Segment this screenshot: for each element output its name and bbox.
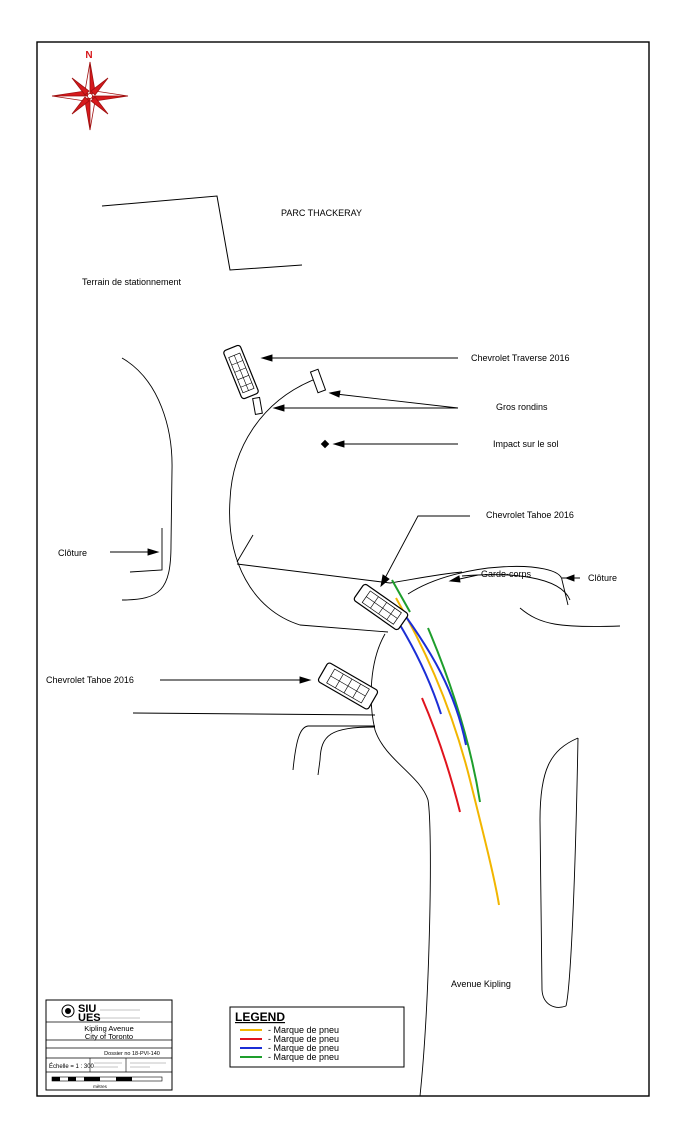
scale-ratio: Échelle = 1 : 300 bbox=[49, 1063, 95, 1070]
road-edges bbox=[121, 357, 621, 1097]
legend: LEGEND - Marque de pneu - Marque de pneu… bbox=[229, 1006, 405, 1068]
tire-mark-green bbox=[427, 627, 481, 803]
label-fence-right: Clôture bbox=[588, 573, 617, 583]
vehicle-traverse bbox=[223, 344, 259, 400]
location-line-1: Kipling Avenue bbox=[84, 1024, 134, 1033]
compass-rose: N bbox=[51, 50, 129, 131]
vehicle-tahoe-final bbox=[353, 583, 409, 631]
legend-title: LEGEND bbox=[235, 1010, 285, 1024]
label-street: Avenue Kipling bbox=[451, 979, 511, 989]
callout-traverse: Chevrolet Traverse 2016 bbox=[471, 353, 570, 363]
label-guardrail: Garde-corps bbox=[481, 569, 532, 579]
siu-logo-top: SIU bbox=[78, 1003, 96, 1015]
impact-marker bbox=[320, 439, 330, 449]
location-line-2: City of Toronto bbox=[85, 1032, 133, 1041]
drawing-frame bbox=[36, 41, 650, 1097]
scale-unit: mètres bbox=[93, 1084, 108, 1089]
tire-mark-green-top bbox=[391, 579, 411, 613]
legend-item-3: - Marque de pneu bbox=[268, 1043, 339, 1053]
scale-bar bbox=[51, 1076, 163, 1082]
callout-logs: Gros rondins bbox=[496, 402, 548, 412]
callout-tahoe-road: Chevrolet Tahoe 2016 bbox=[46, 675, 134, 685]
vehicle-tahoe-road bbox=[317, 662, 379, 710]
tire-marks bbox=[391, 579, 500, 906]
tire-mark-blue-2 bbox=[399, 624, 442, 715]
label-fence-left: Clôture bbox=[58, 548, 87, 558]
tire-mark-blue-1 bbox=[403, 613, 467, 746]
callout-impact: Impact sur le sol bbox=[493, 439, 559, 449]
callout-arrows bbox=[110, 354, 580, 684]
park-label: PARC THACKERAY bbox=[281, 208, 362, 218]
north-letter: N bbox=[85, 50, 92, 61]
legend-item-2: - Marque de pneu bbox=[268, 1034, 339, 1044]
tire-mark-yellow bbox=[395, 597, 500, 906]
parking-label: Terrain de stationnement bbox=[82, 277, 182, 287]
legend-item-4: - Marque de pneu bbox=[268, 1052, 339, 1062]
large-logs bbox=[252, 368, 327, 415]
legend-item-1: - Marque de pneu bbox=[268, 1025, 339, 1035]
dossier-number: Dossier no 18-PVI-140 bbox=[104, 1051, 160, 1057]
callout-tahoe-final: Chevrolet Tahoe 2016 bbox=[486, 510, 574, 520]
parking-lot-boundary bbox=[101, 195, 303, 271]
siu-logo-bottom: UES bbox=[78, 1012, 101, 1024]
title-block: SIU UES Kipling Avenue City of Toronto D… bbox=[45, 999, 173, 1091]
tire-mark-red bbox=[421, 697, 461, 813]
